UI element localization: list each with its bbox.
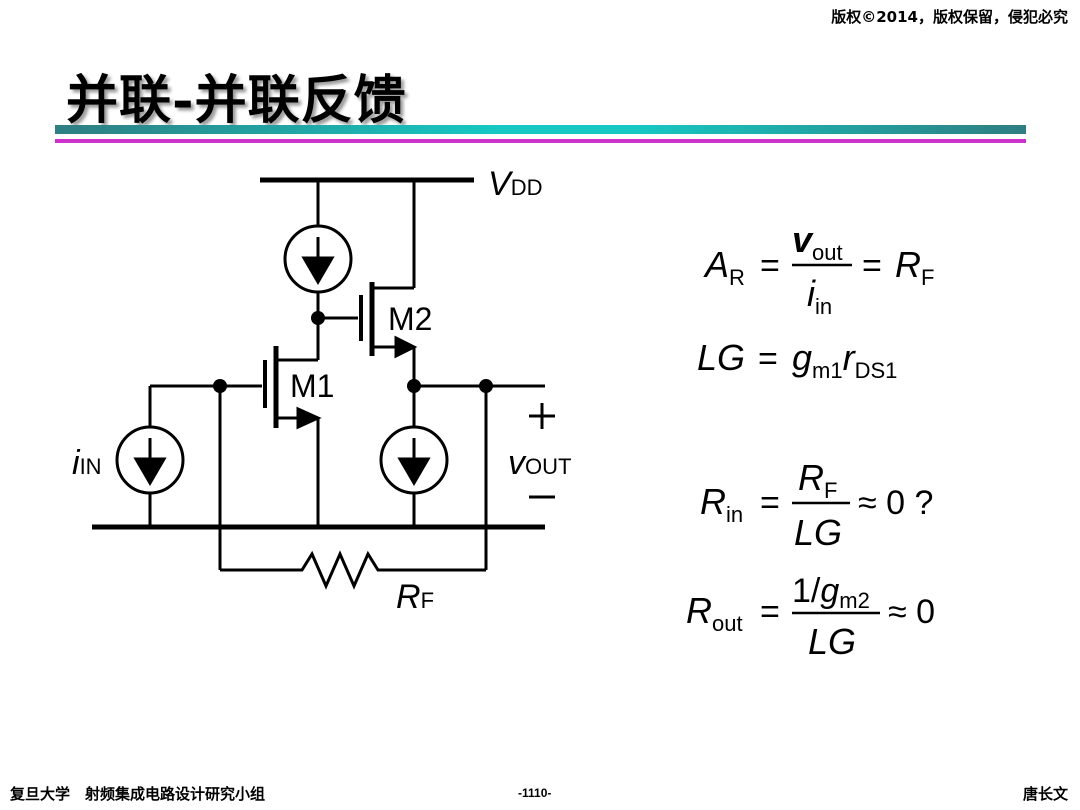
output-resistance-equation: Rout = 1/gm2 LG ≈ 0	[686, 572, 935, 662]
arrow-down-icon	[397, 457, 431, 486]
svg-text:vout: vout	[792, 219, 843, 265]
m2-label: M2	[388, 301, 432, 337]
junction-dot	[213, 379, 227, 393]
slide-title: 并联-并联反馈	[66, 70, 407, 131]
iin-label: iIN	[72, 444, 102, 482]
svg-text:RF: RF	[895, 244, 934, 290]
svg-text:iin: iin	[807, 273, 832, 319]
arrow-down-icon	[301, 256, 335, 285]
svg-text:LG: LG	[808, 621, 856, 662]
svg-text:≈ 0 ?: ≈ 0 ?	[858, 484, 933, 522]
gain-equation: AR = vout iin = RF	[703, 219, 934, 319]
m2-source-arrow-icon	[394, 335, 418, 359]
svg-text:gm1rDS1: gm1rDS1	[792, 337, 897, 383]
svg-text:Rin: Rin	[700, 481, 743, 527]
svg-text:=: =	[760, 484, 780, 522]
svg-text:=: =	[758, 340, 778, 378]
svg-text:Rout: Rout	[686, 590, 743, 636]
svg-text:=: =	[862, 247, 882, 285]
svg-text:≈ 0: ≈ 0	[888, 593, 935, 631]
svg-text:LG: LG	[794, 512, 842, 553]
svg-text:1/gm2: 1/gm2	[792, 572, 870, 613]
junction-dot	[479, 379, 493, 393]
m1-label: M1	[290, 368, 334, 404]
svg-text:RF: RF	[798, 457, 837, 503]
copyright-notice: 版权©2014，版权保留，侵犯必究	[831, 8, 1068, 26]
loop-gain-equation: LG = gm1rDS1	[697, 337, 897, 383]
footer-author: 唐长文	[1022, 785, 1068, 803]
arrow-down-icon	[133, 457, 167, 486]
svg-text:LG: LG	[697, 337, 745, 378]
svg-text:=: =	[760, 247, 780, 285]
title-underline-bar	[55, 125, 1026, 134]
footer-page-number: -1110-	[518, 786, 552, 800]
vout-label: vOUT	[508, 444, 571, 482]
footer-institution: 复旦大学 射频集成电路设计研究小组	[10, 785, 266, 803]
junction-dot	[407, 379, 421, 393]
svg-text:=: =	[760, 593, 780, 631]
rf-label: RF	[396, 578, 434, 616]
vdd-label: VDD	[488, 165, 542, 203]
input-resistance-equation: Rin = RF LG ≈ 0 ?	[700, 457, 933, 553]
svg-text:AR: AR	[703, 244, 745, 290]
junction-dot	[311, 311, 325, 325]
title-underline-accent	[55, 139, 1026, 143]
feedback-resistor	[220, 550, 486, 590]
m1-source-arrow-icon	[296, 406, 322, 430]
